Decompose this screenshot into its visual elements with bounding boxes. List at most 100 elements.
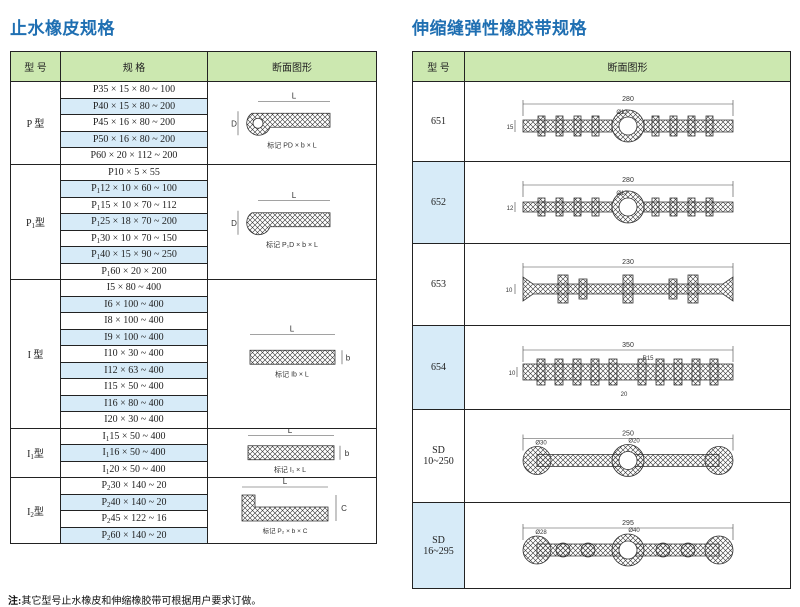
waterstop-profile — [245, 211, 330, 235]
rib — [655, 358, 664, 386]
table-row: I12 × 63 ~ 400 — [11, 361, 377, 379]
type-cell: 654 — [412, 325, 465, 410]
spec-prefix: I — [102, 463, 106, 475]
spec-value: P50 × 16 × 80 ~ 200 — [92, 133, 176, 145]
small-bulb — [655, 542, 670, 558]
rib — [554, 358, 563, 386]
small-bulb — [555, 542, 570, 558]
rib — [669, 115, 677, 137]
rib — [705, 115, 713, 137]
spec-cell: I6 × 100 ~ 400 — [60, 295, 208, 313]
spec-value: I16 × 80 ~ 400 — [104, 397, 164, 409]
type-cell: I1型 — [10, 427, 61, 478]
footnote: 注:其它型号止水橡皮和伸缩橡胶带可根据用户要求订做。 — [8, 592, 261, 607]
width-label: 350 — [622, 342, 634, 349]
right-title: 伸缩缝弹性橡胶带规格 — [412, 19, 587, 39]
spec-value: 60 × 140 ~ 20 — [110, 529, 167, 541]
spec-value: 60 × 20 × 200 — [110, 265, 167, 277]
bulb-hole — [252, 117, 263, 129]
spec-cell: P10 × 5 × 55 — [60, 163, 208, 181]
spec-cell: P125 × 18 × 70 ~ 200 — [60, 213, 208, 231]
spec-cell: P230 × 140 ~ 20 — [60, 477, 208, 495]
spec-cell: P50 × 16 × 80 ~ 200 — [60, 130, 208, 148]
spec-value: P60 × 20 × 112 ~ 200 — [90, 150, 178, 162]
type-cell: 652 — [412, 161, 465, 244]
spec-cell: P260 × 140 ~ 20 — [60, 526, 208, 544]
height-label: 10 — [505, 288, 512, 294]
spec-cell: I8 × 100 ~ 400 — [60, 312, 208, 330]
spec-subscript: 2 — [107, 517, 111, 526]
spec-cell: P112 × 10 × 60 ~ 100 — [60, 180, 208, 198]
rib — [687, 197, 695, 217]
rib — [536, 358, 545, 386]
spec-cell: I115 × 50 ~ 400 — [60, 427, 208, 445]
spec-subscript: 1 — [96, 220, 101, 229]
header-section: 断面图形 — [464, 51, 791, 82]
note-label: 注: — [8, 596, 22, 607]
diameter-label: Ø17 — [616, 191, 628, 197]
spec-value: I15 × 50 ~ 400 — [104, 381, 164, 393]
spec-cell: I5 × 80 ~ 400 — [60, 279, 208, 297]
table-row: I116 × 50 ~ 400 — [11, 444, 377, 462]
spec-value: I8 × 100 ~ 400 — [104, 315, 164, 327]
type-cell: SD 16~295 — [412, 502, 465, 589]
spec-cell: I9 × 100 ~ 400 — [60, 328, 208, 346]
end-bulb — [522, 446, 551, 475]
rib — [557, 274, 568, 304]
rib — [591, 197, 599, 217]
diagram-caption: 标记 P₂ × b × C — [262, 526, 307, 535]
rib — [622, 274, 633, 304]
spec-cell: I116 × 50 ~ 400 — [60, 444, 208, 462]
rib — [651, 115, 659, 137]
center-hole — [618, 197, 637, 217]
type-label: P 型 — [26, 119, 45, 131]
end-bulb — [704, 446, 733, 475]
spec-value: 30 × 10 × 70 ~ 150 — [100, 232, 177, 244]
table-row: P50 × 16 × 80 ~ 200 — [11, 130, 377, 148]
type-suffix: 型 — [33, 449, 44, 461]
type-cell: 653 — [412, 243, 465, 326]
diagram-caption: 标记 I₁ × L — [273, 464, 305, 473]
rib — [687, 274, 698, 304]
bottom-label: 20 — [620, 392, 627, 398]
spec-value: 15 × 50 ~ 400 — [109, 430, 166, 442]
length-label: L — [291, 190, 296, 199]
diameter-label: D — [231, 119, 237, 128]
rib — [668, 278, 677, 300]
small-bulb — [580, 542, 595, 558]
type-cell: 651 — [412, 81, 465, 162]
type-label: I 型 — [27, 350, 44, 362]
type-suffix: 型 — [35, 218, 46, 230]
spec-subscript: 2 — [107, 484, 111, 493]
type-cell: P1型 — [10, 163, 61, 280]
rib — [637, 358, 646, 386]
diameter-label: Ø40 — [628, 528, 640, 534]
waterstop-profile — [247, 444, 334, 460]
table-row: P260 × 140 ~ 20 — [11, 526, 377, 544]
spec-prefix: P — [101, 480, 107, 492]
end-bulb — [522, 535, 551, 565]
waterstop-profile — [245, 112, 330, 136]
thickness-label: b — [345, 353, 350, 362]
diagram-caption: 标记 PD × b × L — [267, 140, 317, 149]
length-label: L — [287, 429, 292, 435]
spec-value: I20 × 30 ~ 400 — [104, 414, 164, 426]
rib — [591, 115, 599, 137]
spec-value: 30 × 140 ~ 20 — [110, 480, 167, 492]
height-label: C — [341, 504, 347, 513]
spec-prefix: P — [101, 529, 107, 541]
